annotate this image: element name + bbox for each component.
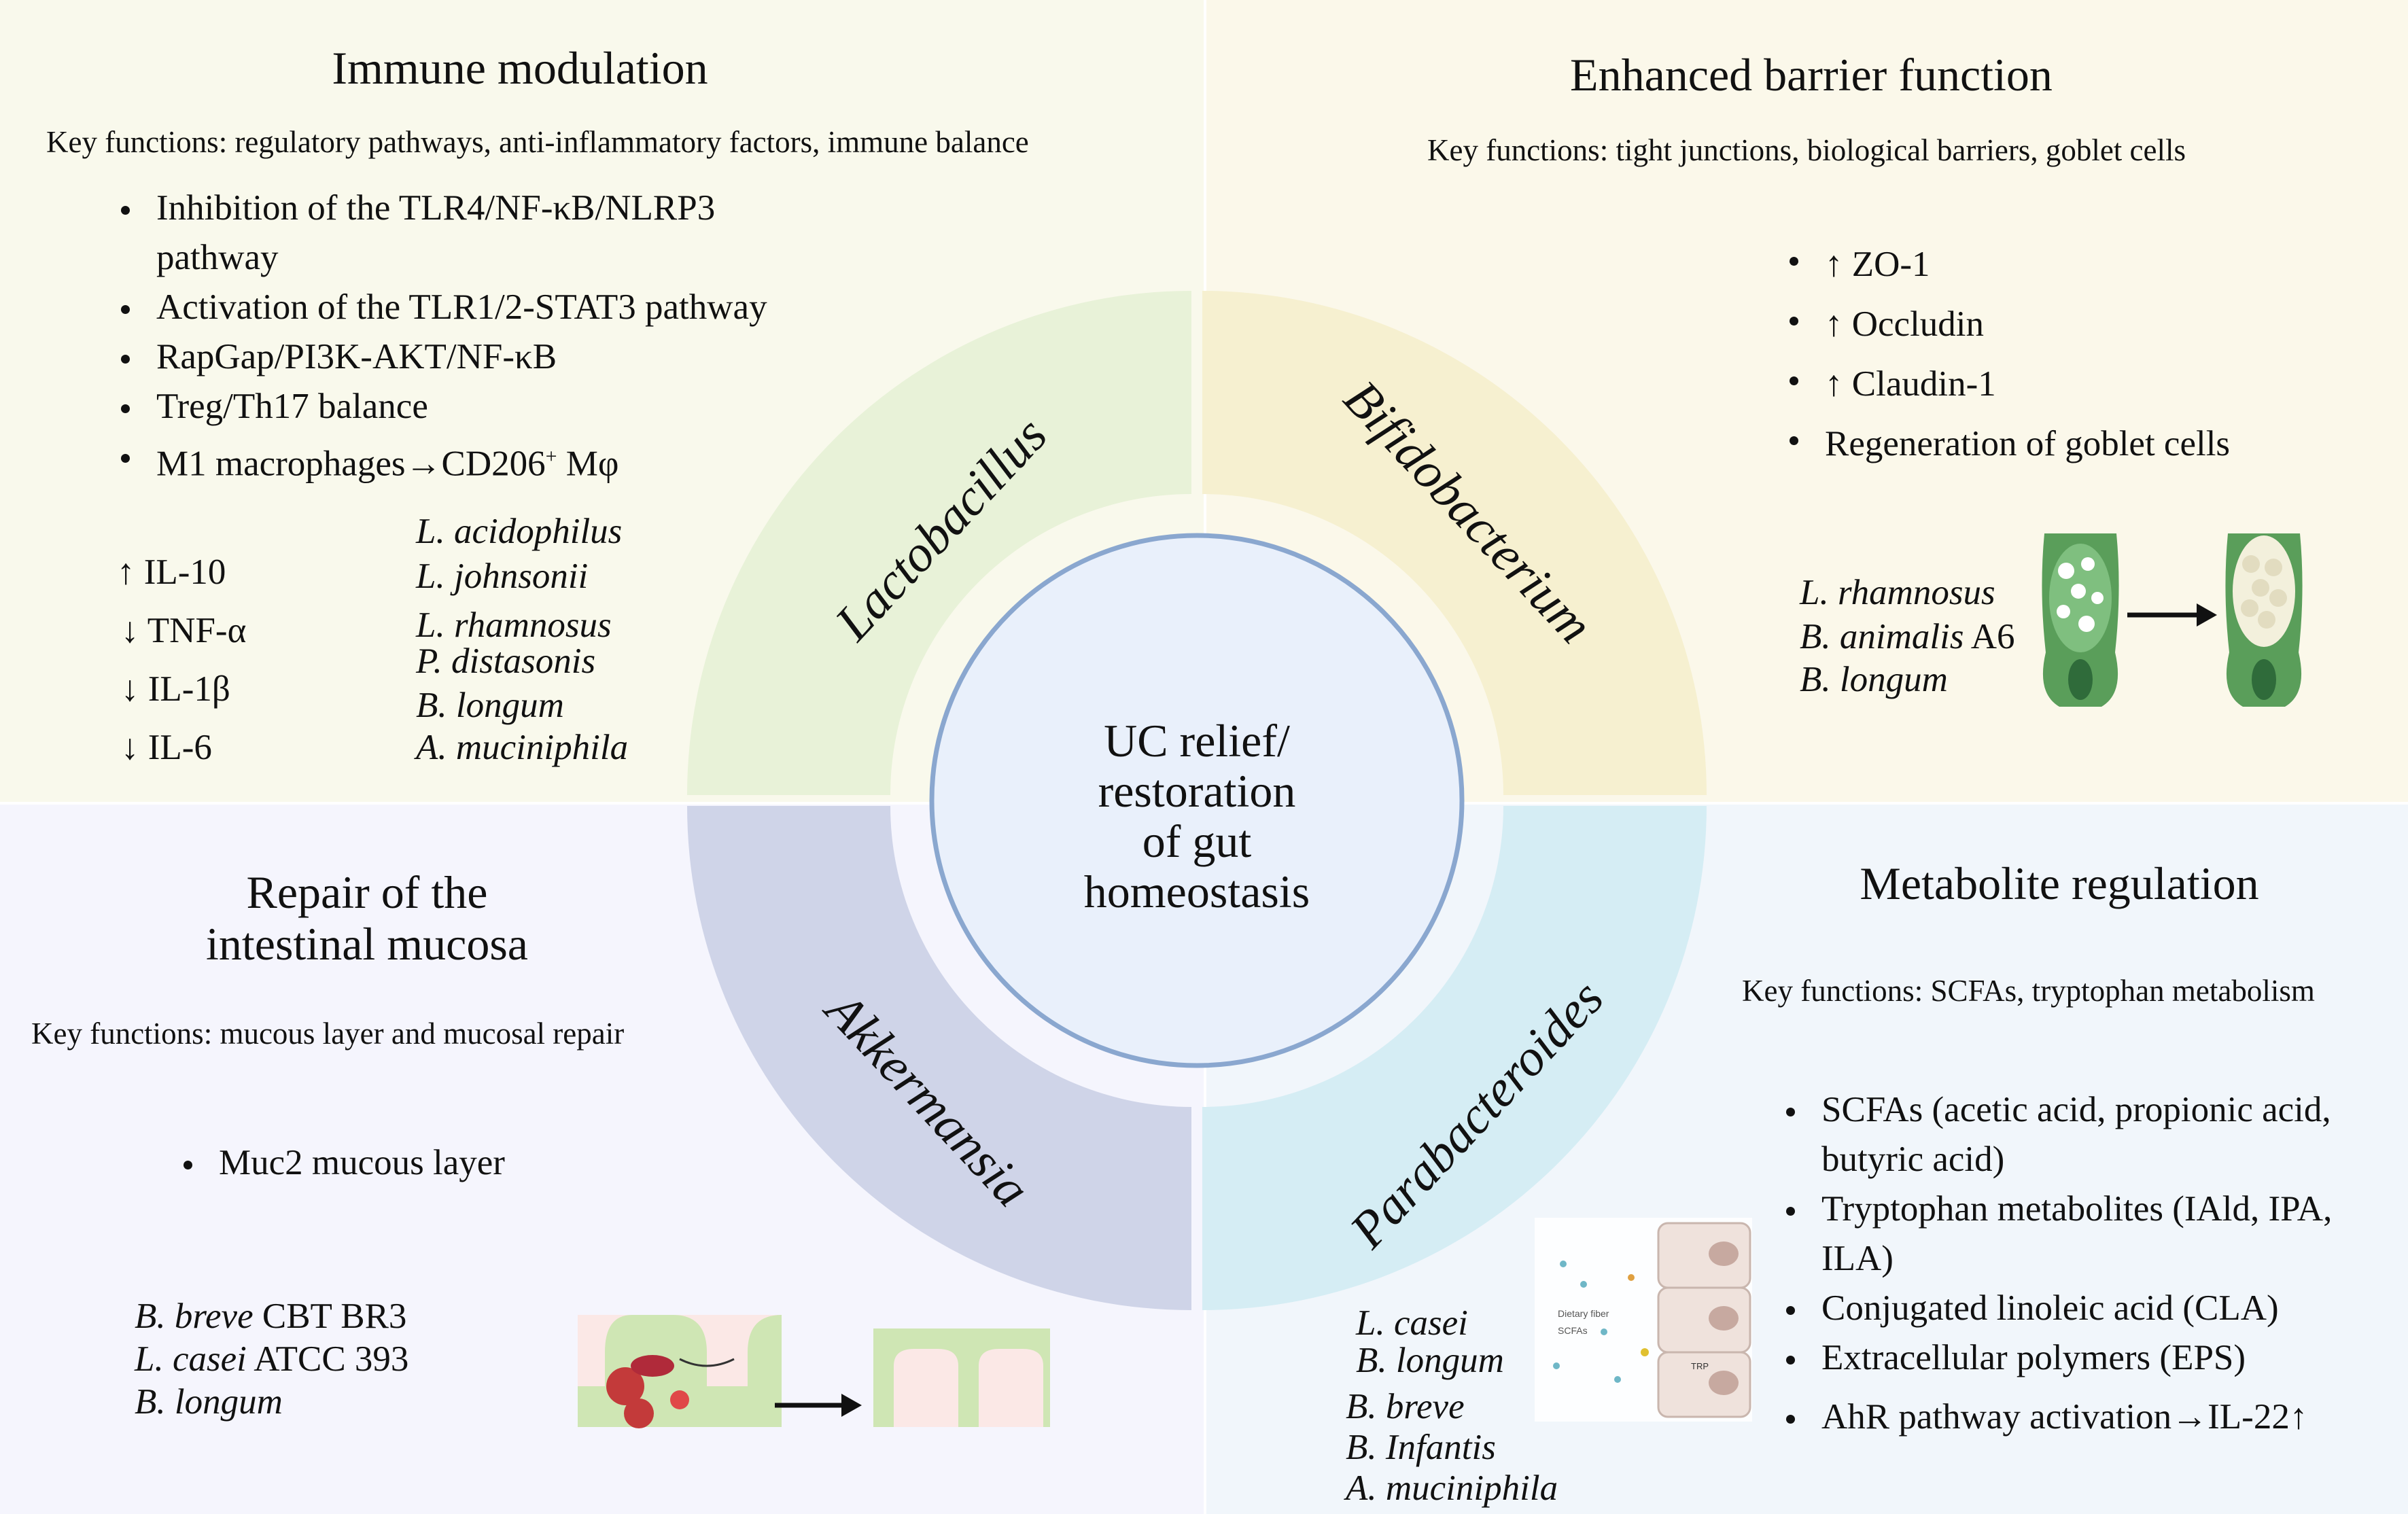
species-item: L. johnsonii xyxy=(416,557,589,596)
center-label: UC relief/ restoration of gut homeostasi… xyxy=(1047,716,1346,917)
list-item: M1 macrophages→CD206+ Mφ xyxy=(116,432,863,489)
list-item: Treg/Th17 balance xyxy=(116,382,863,432)
list-item: Conjugated linoleic acid (CLA) xyxy=(1781,1284,2406,1333)
list-item: ↑ ZO-1 xyxy=(1784,234,2396,294)
species-item: B. breve CBT BR3 xyxy=(135,1295,406,1338)
metabolite-title: Metabolite regulation xyxy=(1860,858,2259,909)
bullet-text: Tryptophan metabolites (IAld, IPA, xyxy=(1821,1189,2333,1229)
cytokine-item: ↓ IL-6 xyxy=(121,728,212,767)
arrow-icon xyxy=(2127,603,2217,627)
list-item: Inhibition of the TLR4/NF-κB/NLRP3 pathwa… xyxy=(116,183,863,283)
cytokine-item: ↑ IL-10 xyxy=(117,552,226,592)
species-item: L. casei ATCC 393 xyxy=(135,1337,408,1381)
mucosa-bullet-list: Muc2 mucous layer xyxy=(178,1138,790,1188)
bullet-text: Inhibition of the TLR4/NF-κB/NLRP3 xyxy=(156,188,716,228)
list-item: AhR pathway activation→IL-22↑ xyxy=(1781,1392,2406,1442)
barrier-title: Enhanced barrier function xyxy=(1570,49,2053,101)
arrow-icon xyxy=(775,1394,862,1417)
immune-key-functions: Key functions: regulatory pathways, anti… xyxy=(46,125,1029,159)
species-item: L. rhamnosus xyxy=(1800,571,1995,614)
species-item: B. breve xyxy=(1346,1387,1465,1426)
list-item: Regeneration of goblet cells xyxy=(1784,414,2396,474)
species-item: A. muciniphila xyxy=(416,728,629,767)
species-item: B. animalis A6 xyxy=(1800,615,2015,658)
center-line: homeostasis xyxy=(1083,866,1310,917)
ring-segment-bifidobacterium xyxy=(1202,291,1707,795)
list-item: RapGap/PI3K-AKT/NF-κB xyxy=(116,332,863,382)
species-name: B. animalis xyxy=(1800,617,1964,656)
species-item: B. longum xyxy=(135,1380,283,1424)
strain: ATCC 393 xyxy=(246,1339,409,1379)
cytokine-item: ↓ TNF-α xyxy=(121,611,247,650)
title-line: Repair of the xyxy=(246,866,488,918)
list-item: Extracellular polymers (EPS) xyxy=(1781,1333,2406,1383)
center-line: restoration xyxy=(1098,765,1296,817)
cytokine-item: ↓ IL-1β xyxy=(121,669,230,709)
list-item: Tryptophan metabolites (IAld, IPA, ILA) xyxy=(1781,1184,2406,1284)
cell-label: Dietary fiber xyxy=(1558,1308,1609,1319)
ring-segment-lactobacillus xyxy=(687,291,1191,795)
intestinal-epithelium-icon xyxy=(1535,1218,1752,1422)
mucosa-title: Repair of the intestinal mucosa xyxy=(102,866,632,970)
bullet-text: M1 macrophages→CD206 xyxy=(156,444,546,484)
list-item: Activation of the TLR1/2-STAT3 pathway xyxy=(116,283,863,332)
species-item: A. muciniphila xyxy=(1346,1468,1558,1508)
barrier-key-functions: Key functions: tight junctions, biologic… xyxy=(1427,133,2186,167)
ring-segment-parabacteroides xyxy=(1202,806,1707,1310)
title-line: intestinal mucosa xyxy=(205,918,528,970)
goblet-cell-after-icon xyxy=(2225,533,2303,707)
immune-title: Immune modulation xyxy=(332,42,708,94)
species-item: L. rhamnosus xyxy=(416,605,612,645)
species-item: B. longum xyxy=(416,686,564,725)
species-item: B. Infantis xyxy=(1346,1428,1496,1467)
damaged-villi-icon xyxy=(578,1315,782,1428)
ring-segment-akkermansia xyxy=(687,806,1191,1310)
immune-bullet-list: Inhibition of the TLR4/NF-κB/NLRP3 pathwa… xyxy=(116,183,863,489)
barrier-bullet-list: ↑ ZO-1 ↑ Occludin ↑ Claudin-1 Regenerati… xyxy=(1784,234,2396,474)
bullet-text-cont: pathway xyxy=(156,238,279,277)
bullet-text: SCFAs (acetic acid, propionic acid, xyxy=(1821,1090,2331,1129)
list-item: SCFAs (acetic acid, propionic acid, butyr… xyxy=(1781,1085,2406,1184)
center-circle xyxy=(929,533,1465,1068)
bullet-text-cont: butyric acid) xyxy=(1821,1140,2005,1179)
list-item: Muc2 mucous layer xyxy=(178,1138,790,1188)
species-name: L. casei xyxy=(135,1339,247,1379)
species-item: B. longum xyxy=(1356,1341,1504,1380)
strain: A6 xyxy=(1964,617,2015,656)
species-name: L. rhamnosus xyxy=(1800,573,1995,612)
goblet-cell-before-icon xyxy=(2042,533,2119,707)
species-item: L. acidophilus xyxy=(416,512,623,551)
cell-label: TRP xyxy=(1691,1361,1709,1371)
bullet-text: Mφ xyxy=(557,444,619,484)
species-item: L. casei xyxy=(1356,1303,1468,1343)
species-name: B. breve xyxy=(135,1297,254,1336)
metabolite-key-functions: Key functions: SCFAs, tryptophan metabol… xyxy=(1742,974,2315,1008)
species-item: P. distasonis xyxy=(416,641,596,681)
mucosa-key-functions: Key functions: mucous layer and mucosal … xyxy=(31,1017,625,1051)
species-name: B. longum xyxy=(1800,660,1948,699)
cell-label: SCFAs xyxy=(1558,1325,1588,1336)
strain: CBT BR3 xyxy=(253,1297,407,1336)
center-line: of gut xyxy=(1142,815,1252,867)
list-item: ↑ Occludin xyxy=(1784,294,2396,354)
center-line: UC relief/ xyxy=(1104,715,1290,767)
species-name: B. longum xyxy=(135,1382,283,1422)
metabolite-bullet-list: SCFAs (acetic acid, propionic acid, butyr… xyxy=(1781,1085,2406,1442)
superscript: + xyxy=(545,445,557,468)
list-item: ↑ Claudin-1 xyxy=(1784,354,2396,414)
species-item: B. longum xyxy=(1800,658,1948,701)
bullet-text-cont: ILA) xyxy=(1821,1239,1894,1278)
healthy-villi-icon xyxy=(873,1328,1050,1427)
